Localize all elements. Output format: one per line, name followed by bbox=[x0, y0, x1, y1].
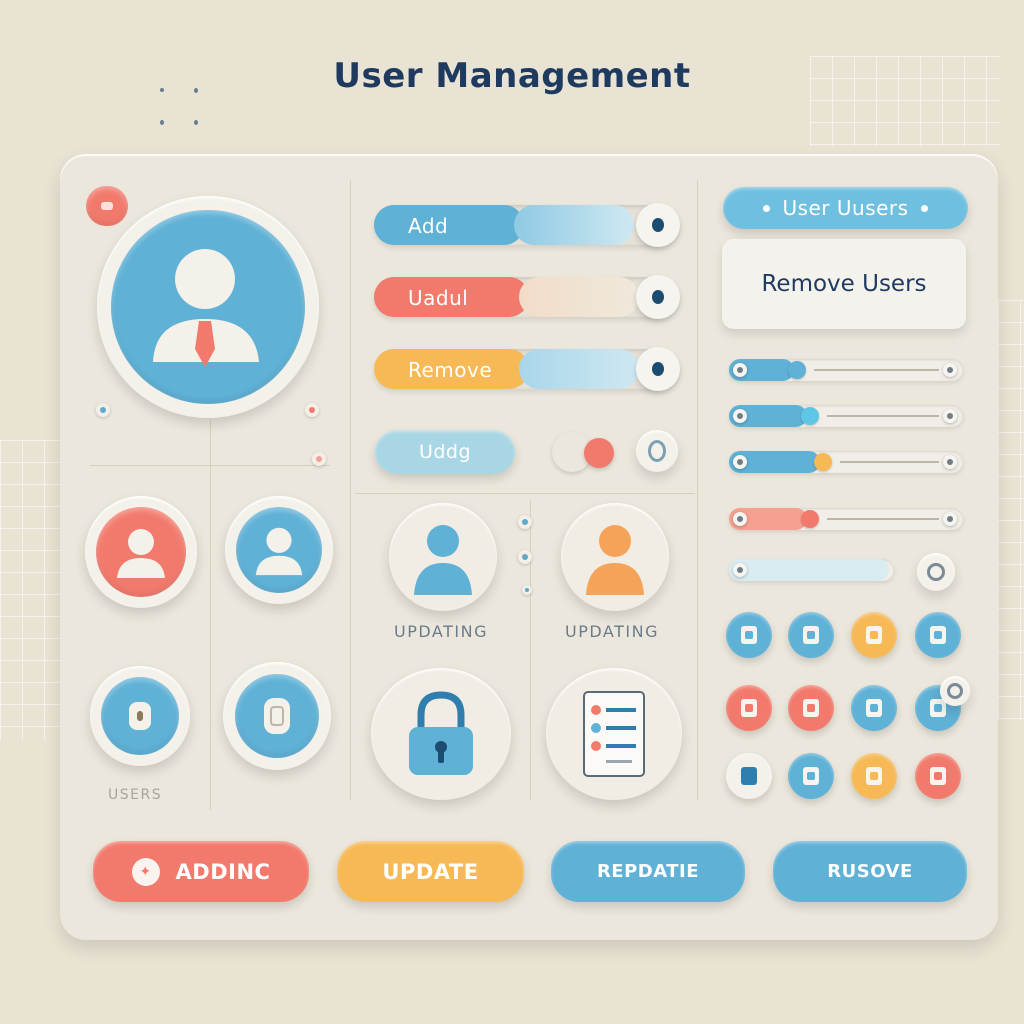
status-indicator[interactable] bbox=[86, 186, 128, 226]
user-icon bbox=[117, 529, 165, 578]
mini-slider-thumb[interactable] bbox=[801, 407, 819, 425]
update-slider[interactable]: Uadul bbox=[374, 275, 680, 319]
updating-avatar-2[interactable] bbox=[561, 503, 669, 611]
dot-indicator bbox=[305, 403, 319, 417]
remove-users-label: Remove Users bbox=[761, 271, 927, 297]
dot-indicator bbox=[96, 403, 110, 417]
dot-indicator bbox=[522, 585, 532, 595]
update-button[interactable]: UPDATE bbox=[337, 841, 524, 902]
divider bbox=[530, 500, 531, 800]
lock-toggle-2[interactable] bbox=[223, 662, 331, 770]
divider bbox=[355, 493, 695, 494]
main-avatar[interactable] bbox=[97, 196, 319, 418]
dot-indicator bbox=[518, 550, 532, 564]
decorative-grid-top-right bbox=[810, 56, 1000, 146]
lock-icon bbox=[409, 691, 473, 775]
user-card-icon[interactable] bbox=[726, 685, 772, 731]
mini-slider[interactable] bbox=[729, 508, 963, 530]
toggle-switch[interactable] bbox=[552, 430, 620, 474]
mini-slider-thumb[interactable] bbox=[814, 453, 832, 471]
user-card-icon[interactable] bbox=[788, 685, 834, 731]
rusove-button[interactable]: RUSOVE bbox=[773, 841, 967, 902]
dot-indicator bbox=[312, 452, 326, 466]
option-toggle[interactable] bbox=[636, 430, 678, 472]
slider-knob[interactable] bbox=[636, 347, 680, 391]
adding-button[interactable]: ✦ ADDINC bbox=[93, 841, 309, 902]
dot-indicator bbox=[518, 515, 532, 529]
option-toggle[interactable] bbox=[940, 676, 970, 706]
remove-users-card[interactable]: Remove Users bbox=[722, 239, 966, 329]
user-icon bbox=[586, 525, 644, 595]
slider-knob[interactable] bbox=[636, 203, 680, 247]
users-pill[interactable]: User Uusers bbox=[723, 187, 968, 229]
divider bbox=[90, 465, 330, 466]
user-icon bbox=[414, 525, 472, 595]
user-card-icon[interactable] bbox=[851, 685, 897, 731]
mini-slider-thumb[interactable] bbox=[788, 361, 806, 379]
user-card-icon[interactable] bbox=[788, 753, 834, 799]
updating-caption-1: UPDATING bbox=[394, 622, 488, 641]
lock-icon bbox=[129, 702, 151, 730]
remove-slider-label: Remove bbox=[408, 358, 493, 382]
page-title: User Management bbox=[333, 56, 691, 96]
updating-caption-2: UPDATING bbox=[565, 622, 659, 641]
add-slider-label: Add bbox=[408, 214, 449, 238]
divider bbox=[210, 420, 211, 810]
adding-button-label: ADDINC bbox=[175, 859, 271, 884]
updating-avatar-1[interactable] bbox=[389, 503, 497, 611]
user-icon bbox=[255, 527, 303, 576]
option-toggle[interactable] bbox=[917, 553, 955, 591]
document-list-icon bbox=[583, 691, 645, 777]
update-slider-label: Uadul bbox=[408, 286, 469, 310]
decorative-grid-right bbox=[998, 300, 1024, 720]
user-avatar-coral[interactable] bbox=[85, 496, 197, 608]
star-icon: ✦ bbox=[131, 857, 160, 886]
mini-slider[interactable] bbox=[729, 451, 963, 473]
user-card-icon[interactable] bbox=[726, 753, 772, 799]
mini-slider[interactable] bbox=[729, 559, 894, 581]
user-card-icon[interactable] bbox=[851, 753, 897, 799]
users-caption: USERS bbox=[108, 787, 163, 803]
user-card-icon[interactable] bbox=[915, 753, 961, 799]
badge-icon bbox=[264, 698, 290, 734]
user-card-icon[interactable] bbox=[915, 612, 961, 658]
user-card-icon[interactable] bbox=[726, 612, 772, 658]
user-avatar-blue[interactable] bbox=[225, 496, 333, 604]
divider bbox=[697, 180, 698, 800]
repdatie-button[interactable]: RЕPDATIE bbox=[551, 841, 745, 902]
lock-button[interactable] bbox=[371, 668, 511, 800]
small-action-button[interactable]: Uddg bbox=[375, 430, 515, 474]
add-slider[interactable]: Add bbox=[374, 203, 680, 247]
document-list-button[interactable] bbox=[546, 668, 682, 800]
decorative-grid-left bbox=[0, 440, 60, 740]
users-pill-label: User Uusers bbox=[782, 196, 909, 220]
mini-slider[interactable] bbox=[729, 405, 963, 427]
user-card-icon[interactable] bbox=[788, 612, 834, 658]
user-card-icon[interactable] bbox=[851, 612, 897, 658]
mini-slider-thumb[interactable] bbox=[801, 510, 819, 528]
divider bbox=[350, 180, 351, 800]
remove-slider[interactable]: Remove bbox=[374, 347, 680, 391]
user-avatar-icon bbox=[153, 249, 259, 367]
mini-slider[interactable] bbox=[729, 359, 963, 381]
lock-toggle-1[interactable] bbox=[90, 666, 190, 766]
decorative-dots bbox=[150, 82, 210, 132]
slider-knob[interactable] bbox=[636, 275, 680, 319]
